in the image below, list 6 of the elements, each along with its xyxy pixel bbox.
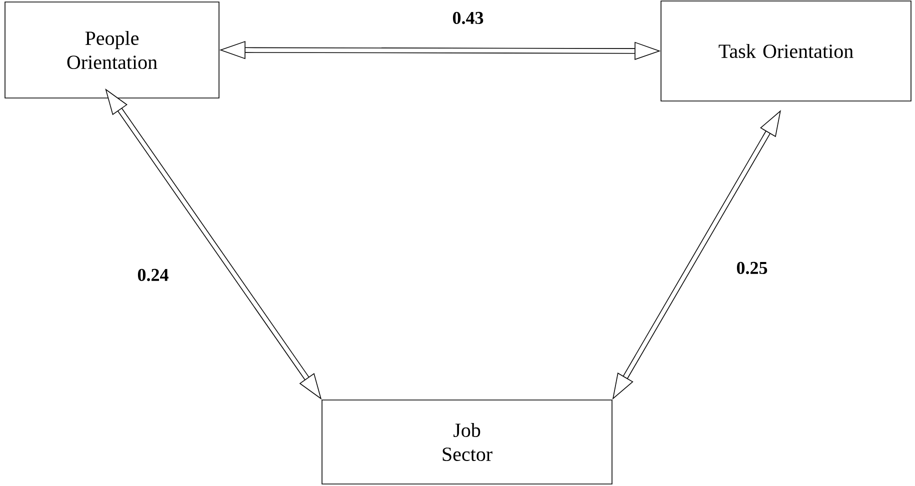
edge-label: 0.24 (136, 268, 170, 282)
edge-label: 0.43 (451, 10, 485, 26)
edge-label: 0.25 (735, 260, 769, 276)
text-box: People Orientation (4, 2, 220, 98)
text-box: Job Sector (322, 400, 612, 484)
text-box: Task Orientation (660, 0, 912, 102)
